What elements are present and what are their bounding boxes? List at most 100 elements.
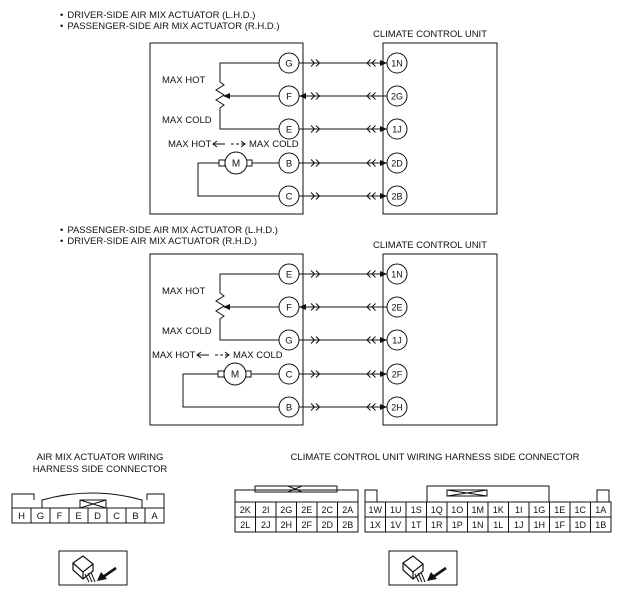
ccu-pin-label-1T: 1T	[411, 520, 422, 530]
d1-terminal-1J	[386, 118, 408, 140]
d2-terminal-label-B: B	[286, 403, 292, 414]
d1-terminal-label-F: F	[286, 92, 292, 103]
actuator-pin-cell-A	[144, 507, 165, 524]
ccu-pin-label-1I: 1I	[515, 505, 523, 515]
actuator-connector-latch-left	[11, 493, 35, 508]
d2-terminal-2F	[386, 363, 408, 385]
actuator-pin-label-A: A	[151, 511, 158, 522]
d2-terminal-label-G: G	[285, 336, 292, 347]
d1-dir-arrow-right-head	[240, 140, 246, 148]
d1-arrow-F	[299, 93, 306, 99]
ccu-pin-label-2K: 2K	[240, 505, 251, 515]
ccu-pin-label-1C: 1C	[574, 505, 586, 515]
ccu-pin-label-2I: 2I	[262, 505, 270, 515]
d1-terminal-2G	[386, 85, 408, 107]
ccu-pin-label-1W: 1W	[369, 505, 383, 515]
ccu-pin-cell-2B	[337, 516, 359, 533]
d2-motor-lead-left	[182, 373, 279, 408]
actuator-connector-title-line2: HARNESS SIDE CONNECTOR	[32, 464, 168, 475]
d2-terminal-label-2E: 2E	[391, 303, 402, 313]
d2-terminal-2H	[386, 396, 408, 418]
ccu-pin-label-2G: 2G	[280, 505, 292, 515]
ccu-pin-label-2F: 2F	[301, 520, 312, 530]
d2-unit-title: CLIMATE CONTROL UNIT	[373, 240, 487, 251]
d2-motor-label: M	[231, 370, 239, 381]
d1-connector-right-2B	[366, 192, 376, 200]
actuator-connector-title: AIR MIX ACTUATOR WIRING HARNESS SIDE CON…	[10, 452, 190, 476]
ccu-right-block-housing	[426, 485, 550, 502]
d2-motor-circle	[223, 362, 247, 386]
d1-motor-circle	[224, 151, 248, 175]
actuator-pin-label-C: C	[113, 511, 120, 522]
ccu-pin-label-1P: 1P	[452, 520, 463, 530]
ccu-pin-label-2E: 2E	[301, 505, 312, 515]
d1-terminal-label-1J: 1J	[392, 125, 402, 135]
d1-terminal-label-C: C	[286, 192, 293, 203]
d1-label-max-hot: MAX HOT	[162, 75, 205, 86]
ccu-right-block-latch-left	[364, 489, 378, 502]
diagram1-bullet-2: PASSENGER-SIDE AIR MIX ACTUATOR (R.H.D.)	[60, 21, 279, 32]
ccu-pin-label-2C: 2C	[321, 505, 333, 515]
d1-dir-arrow-left-head	[212, 140, 218, 148]
d1-connector-right-2G	[366, 92, 376, 100]
d1-terminal-label-E: E	[286, 125, 292, 136]
ccu-pin-label-2A: 2A	[342, 505, 353, 515]
ccu-pin-label-1X: 1X	[370, 520, 381, 530]
ccu-pin-label-1E: 1E	[554, 505, 565, 515]
d1-terminal-label-B: B	[286, 159, 292, 170]
ccu-pin-label-1H: 1H	[533, 520, 545, 530]
d1-connector-left-G	[310, 59, 321, 67]
actuator-pin-label-D: D	[94, 511, 101, 522]
actuator-pin-label-B: B	[132, 511, 138, 522]
d1-terminal-2B	[386, 185, 408, 207]
ccu-connector-title: CLIMATE CONTROL UNIT WIRING HARNESS SIDE…	[290, 452, 580, 463]
d1-unit-title: CLIMATE CONTROL UNIT	[373, 29, 487, 40]
d2-connector-left-B	[310, 403, 321, 411]
d1-terminal-label-2B: 2B	[391, 192, 402, 202]
d1-label-motor-max-cold: MAX COLD	[249, 139, 299, 150]
d2-pot-bottom-lead	[219, 319, 279, 341]
d1-label-motor-max-hot: MAX HOT	[168, 139, 211, 150]
d2-dir-arrow-right-head	[224, 351, 230, 359]
d2-connector-left-F	[310, 303, 321, 311]
ccu-pin-label-1S: 1S	[411, 505, 422, 515]
d2-pot-top-lead	[219, 273, 279, 293]
d2-label-motor-max-hot: MAX HOT	[152, 350, 195, 361]
d1-connector-left-B	[310, 159, 321, 167]
d2-connector-left-C	[310, 370, 321, 378]
d1-connector-left-C	[310, 192, 321, 200]
d1-motor-label: M	[232, 159, 240, 170]
d1-arrow-2B	[380, 193, 387, 199]
d2-terminal-1J	[386, 329, 408, 351]
d2-potentiometer-resistor	[215, 292, 225, 320]
ccu-pin-label-1F: 1F	[554, 520, 565, 530]
d1-terminal-2D	[386, 152, 408, 174]
d2-arrow-2H	[380, 404, 387, 410]
d2-arrow-F	[299, 304, 306, 310]
d2-connector-right-1J	[366, 336, 376, 344]
d2-motor-brush-left	[217, 370, 225, 378]
d1-connector-right-1N	[366, 59, 376, 67]
d2-pot-wiper-arrow	[223, 304, 230, 310]
d2-label-max-cold: MAX COLD	[162, 326, 212, 337]
d2-terminal-1N	[386, 263, 408, 285]
d2-label-max-hot: MAX HOT	[162, 286, 205, 297]
ccu-pin-label-1U: 1U	[390, 505, 402, 515]
ccu-left-lock-x2	[287, 485, 303, 493]
actuator-connector-lock-x2	[79, 499, 107, 509]
d2-terminal-label-2F: 2F	[392, 370, 403, 380]
d2-terminal-label-1J: 1J	[392, 336, 402, 346]
ccu-pin-label-1O: 1O	[451, 505, 463, 515]
d2-connector-right-2H	[366, 403, 376, 411]
d2-arrow-2F	[380, 371, 387, 377]
d2-connector-right-2F	[366, 370, 376, 378]
ccu-pin-label-2H: 2H	[280, 520, 292, 530]
diagram2-bullet-2: DRIVER-SIDE AIR MIX ACTUATOR (R.H.D.)	[60, 236, 257, 247]
d2-connector-left-G	[310, 336, 321, 344]
ccu-connector-view-icon	[388, 550, 458, 586]
d2-label-motor-max-cold: MAX COLD	[233, 350, 283, 361]
d2-arrow-1N	[380, 271, 387, 277]
d1-pot-top-lead	[219, 62, 279, 82]
d1-connector-right-2D	[366, 159, 376, 167]
